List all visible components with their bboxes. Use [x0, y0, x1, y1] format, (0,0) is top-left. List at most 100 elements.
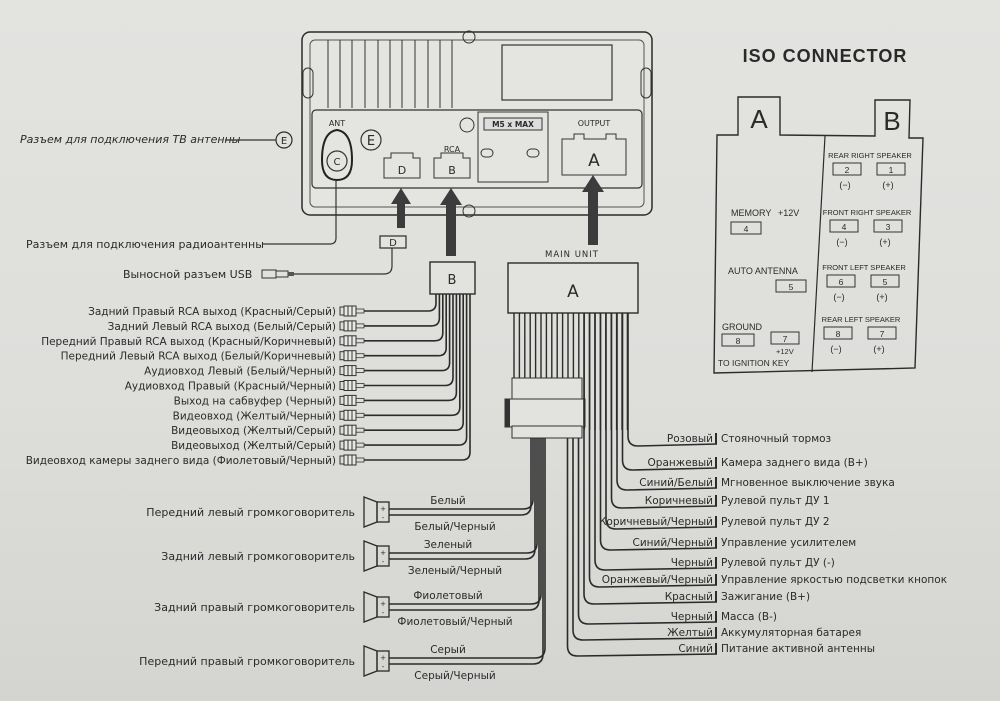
- iso-pos-pin: 1: [889, 165, 894, 175]
- wire-color-label: Желтый: [667, 627, 713, 639]
- power-wire: [583, 313, 718, 605]
- iso-speaker-title: FRONT LEFT SPEAKER: [822, 263, 906, 272]
- arrow-up-icon: [391, 188, 411, 228]
- rca-plug-icon: [339, 439, 365, 451]
- power-wire: [594, 313, 718, 571]
- model-badge: M5 x MAX: [492, 120, 534, 129]
- iso-neg-sign: (−): [836, 237, 847, 247]
- wire-color-label: Красный: [665, 591, 713, 603]
- rca-wire: [364, 294, 468, 446]
- separator-bar: [715, 516, 717, 527]
- main-unit-title: MAIN UNIT: [545, 250, 599, 260]
- pin-box: [876, 162, 906, 176]
- rca-wire: [364, 294, 447, 357]
- ant-label: ANT: [329, 119, 345, 128]
- rca-plug-icon: [339, 380, 365, 391]
- rca-output-label: Передний Левый RCA выход (Белый/Коричнев…: [61, 351, 336, 363]
- power-wire: [566, 438, 718, 657]
- rca-wire: [364, 294, 441, 327]
- rca-output-label: Задний Левый RCA выход (Белый/Серый): [108, 321, 336, 333]
- rca-plug-icon: [339, 365, 365, 377]
- tv-antenna-callout: Разъем для подключения ТВ антенны: [20, 133, 241, 146]
- speaker-wire-color-minus: Серый/Черный: [414, 670, 495, 682]
- wire-function-label: Стояночный тормоз: [721, 433, 831, 445]
- output-label: OUTPUT: [578, 119, 611, 128]
- separator-bar: [715, 477, 717, 488]
- iso-pos-pin: 3: [886, 222, 891, 232]
- iso-neg-sign: (−): [830, 344, 841, 354]
- mount-hole-icon: [462, 30, 476, 44]
- speaker-list: Передний левый громкоговоритель+-БелыйБе…: [139, 438, 546, 682]
- connector-b-plug: [429, 261, 476, 295]
- speaker-wire-color-plus: Зеленый: [424, 539, 472, 551]
- iso-connector: ISO CONNECTOR A B MEMORY +12V 4 AUTO ANT…: [713, 46, 924, 374]
- rca-plug-icon: [339, 335, 365, 347]
- separator-bar: [715, 495, 717, 506]
- pin-box: [770, 331, 800, 345]
- separator-bar: [715, 433, 717, 444]
- pin-box: [775, 279, 807, 293]
- wire-color-label: Розовый: [667, 433, 713, 445]
- speaker-wire-color-minus: Белый/Черный: [414, 521, 495, 533]
- wire-color-label: Синий/Черный: [632, 537, 713, 549]
- usb-marker: D: [389, 238, 397, 249]
- rca-plug-icon: [339, 350, 365, 362]
- power-wire: [577, 438, 718, 625]
- callouts: Разъем для подключения ТВ антенны E Разъ…: [20, 131, 407, 281]
- arrow-up-icon: [582, 175, 604, 245]
- connection-arrows: [391, 175, 604, 256]
- wire-color-label: Оранжевый/Черный: [602, 574, 713, 586]
- pin-box: [832, 162, 862, 176]
- power-wire: [610, 313, 718, 509]
- wire-function-label: Масса (B-): [721, 611, 777, 623]
- antenna-socket: [320, 128, 354, 182]
- connector-a-label: A: [567, 282, 579, 302]
- pin-box: [823, 326, 853, 340]
- head-unit-rear-panel: ANT C E D RCA B M5 x MAX OUTPUT A: [301, 30, 653, 218]
- wire-function-label: Рулевой пульт ДУ 1: [721, 495, 830, 507]
- speaker-name: Задний правый громкоговоритель: [154, 601, 355, 614]
- rca-output-label: Видеовход (Желтый/Черный): [173, 410, 336, 422]
- rca-plug-icon: [339, 305, 365, 317]
- radio-antenna-callout: Разъем для подключения радиоантенны: [26, 238, 264, 251]
- pin-box: [870, 274, 900, 288]
- iso-neg-pin: 8: [836, 329, 841, 339]
- usb-marker-box: [379, 235, 407, 249]
- mount-slot-icon: [302, 67, 314, 99]
- rca-output-label: Выход на сабвуфер (Черный): [174, 395, 336, 407]
- wire-function-label: Аккумуляторная батарея: [721, 627, 861, 639]
- iso-pos-pin: 7: [880, 329, 885, 339]
- port-e-socket: [360, 129, 382, 151]
- memory-label: MEMORY: [731, 208, 771, 218]
- ignition-volt: +12V: [776, 347, 794, 356]
- speaker-wire-color-plus: Фиолетовый: [413, 590, 482, 602]
- usb-callout: Выносной разъем USB: [123, 268, 252, 281]
- iso-neg-pin: 2: [845, 165, 850, 175]
- wire-function-label: Камера заднего вида (B+): [721, 457, 868, 469]
- power-wire: [605, 313, 718, 530]
- power-wire: [599, 313, 718, 551]
- ground-pin: 8: [736, 336, 741, 346]
- separator-bar: [715, 611, 717, 622]
- separator-bar: [715, 557, 717, 568]
- wire-function-label: Питание активной антенны: [721, 643, 875, 655]
- iso-pos-sign: (+): [873, 344, 884, 354]
- power-wire: [621, 313, 718, 471]
- speaker-wire-color-minus: Фиолетовый/Черный: [397, 616, 512, 628]
- wire-color-label: Синий: [678, 643, 713, 655]
- iso-neg-pin: 6: [839, 277, 844, 287]
- plus-terminal: +: [380, 600, 386, 608]
- rca-wire: [364, 294, 437, 312]
- minus-terminal: -: [382, 514, 385, 522]
- power-wire: [572, 438, 718, 641]
- auto-antenna-label: AUTO ANTENNA: [728, 266, 798, 276]
- rca-wire: [364, 294, 464, 431]
- memory-pin: 4: [744, 224, 749, 234]
- port-a-label: A: [588, 151, 600, 171]
- plus-terminal: +: [380, 549, 386, 557]
- minus-terminal: -: [382, 609, 385, 617]
- speaker-name: Передний левый громкоговоритель: [146, 506, 355, 519]
- speaker-wire-minus: [389, 438, 532, 516]
- plus-terminal: +: [380, 654, 386, 662]
- port-c-label: C: [334, 157, 341, 168]
